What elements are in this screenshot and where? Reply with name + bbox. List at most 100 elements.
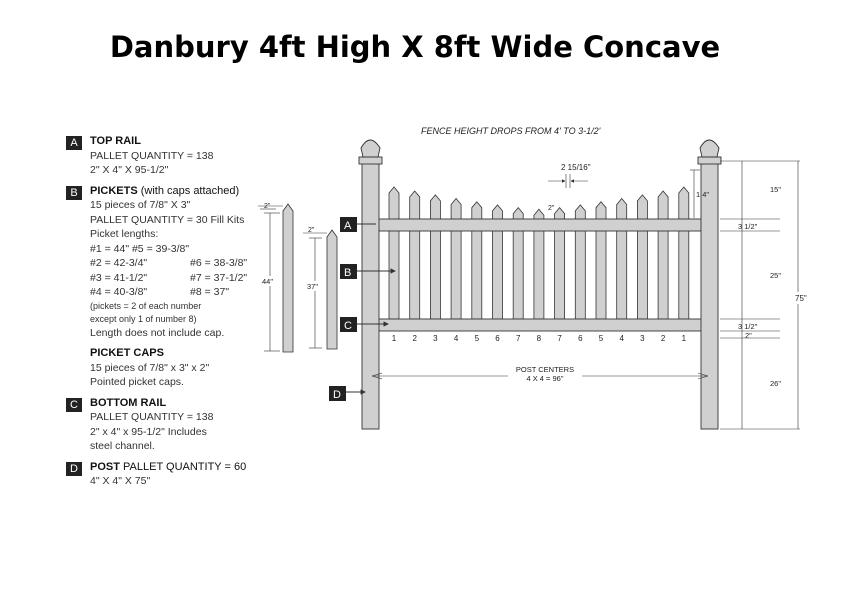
sample-picket-width-label: 2" [308,227,315,234]
legend-pickets-pieces: 15 pieces of 7/8" X 3" [90,199,191,211]
picket-number: 7 [516,334,521,343]
legend-post-qty: PALLET QUANTITY = 60 [119,460,247,473]
picket [637,194,648,320]
picket [657,190,669,320]
post-centers-value: 4 X 4 = 96" [526,374,563,383]
picket-number: 1 [682,334,687,343]
marker-d-letter: D [333,389,341,401]
picket [450,197,462,320]
legend-pickets-length-note: Length does not include cap. [90,326,225,339]
legend-top-rail-size: 2" X 4" X 95-1/2" [90,164,169,176]
marker-a: A [340,217,376,232]
legend-pickets-note2: except only 1 of number 8) [90,313,197,324]
picket-gap-label: 2" [548,205,555,212]
badge-c: C [66,397,82,412]
badge-b: B [66,185,82,200]
legend-bottom-rail-qty: PALLET QUANTITY = 138 [90,411,214,423]
dim-15: 15" [770,185,781,194]
picket [512,207,524,320]
legend-bottom-rail-heading: BOTTOM RAIL [90,396,167,409]
marker-b: B [340,264,396,279]
picket-number: 2 [661,334,666,343]
parts-legend: A TOP RAIL PALLET QUANTITY = 138 2" X 4"… [66,134,266,489]
dim-top-rail: 3 1/2" [738,222,758,231]
picket-length-row: #1 = 44" #5 = 39-3/8" [90,242,190,255]
sample-picket-width-label: 2" [264,203,271,210]
legend-bottom-rail-channel: steel channel. [90,440,155,452]
height-drop-note: FENCE HEIGHT DROPS FROM 4' TO 3-1/2' [421,126,601,136]
picket [678,186,690,320]
badge-d: D [66,461,82,476]
picket-number: 3 [433,334,438,343]
top-rail [375,218,705,232]
marker-a-letter: A [344,220,352,232]
legend-pickets-heading: PICKETS [90,184,138,197]
dim-gap: 2" [745,331,752,340]
legend-post-size: 4" X 4" X 75" [90,475,151,487]
picket-number: 1 [392,334,397,343]
picket-number: 2 [412,334,417,343]
picket-number: 6 [495,334,500,343]
legend-post: D POST PALLET QUANTITY = 60 4" X 4" X 75… [66,460,266,489]
right-post [697,139,722,430]
sample-picket-length-label: 44" [262,277,273,286]
badge-a: A [66,136,82,150]
legend-post-heading: POST [90,460,120,473]
picket-group [388,186,690,320]
picket-length-row: #4 = 40-3/8" [90,286,148,298]
legend-picket-caps: PICKET CAPS 15 pieces of 7/8" x 3" x 2" … [66,346,266,390]
picket-number: 8 [537,334,542,343]
picket [554,207,565,320]
picket [533,208,545,320]
legend-caps-pieces: 15 pieces of 7/8" x 3" x 2" [90,361,210,374]
legend-pickets-note1: (pickets = 2 of each number [90,300,202,311]
legend-caps-heading: PICKET CAPS [90,347,164,359]
picket-number: 5 [475,334,480,343]
picket-number-group: 1 2 3 4 5 6 7 8 7 6 5 4 3 2 1 [392,334,687,343]
legend-bottom-rail-size: 2" x 4" x 95-1/2" Includes [90,425,207,438]
sample-picket-44: 2" 44" [258,203,294,353]
page-title: Danbury 4ft High X 8ft Wide Concave [109,30,721,64]
legend-top-rail-heading: TOP RAIL [90,135,141,147]
legend-caps-desc: Pointed picket caps. [90,376,184,388]
legend-pickets-qty: PALLET QUANTITY = 30 Fill Kits [90,213,245,226]
sample-picket-length-label: 37" [307,282,318,291]
picket-spacing-dimension: 2 15/16" 2" [548,163,591,212]
legend-pickets-note: (with caps attached) [137,184,240,197]
picket-number: 4 [619,334,624,343]
picket [574,204,586,320]
picket-length-row: #7 = 37-1/2" [190,271,248,284]
picket-number: 3 [640,334,645,343]
marker-d: D [329,386,366,401]
post-centers-dimension: POST CENTERS 4 X 4 = 96" [371,363,709,385]
picket-length-row: #6 = 38-3/8" [190,257,248,269]
picket-length-row: #2 = 42-3/4" [90,257,148,269]
marker-c: C [340,317,389,332]
picket-length-row: #8 = 37" [190,286,230,298]
dim-bottom-rail: 3 1/2" [738,322,758,331]
left-post [358,139,383,430]
picket [409,190,421,320]
marker-b-letter: B [344,267,351,279]
picket-length-row: #3 = 41-1/2" [90,271,148,284]
dim-25: 25" [770,271,781,280]
legend-top-rail-qty: PALLET QUANTITY = 138 [90,149,214,162]
picket [388,186,400,320]
picket [492,204,503,320]
post-centers-label: POST CENTERS [516,365,574,374]
picket [616,197,628,320]
dim-26: 26" [770,379,781,388]
picket-number: 4 [454,334,459,343]
legend-bottom-rail: C BOTTOM RAIL PALLET QUANTITY = 138 2" x… [66,396,266,454]
dim-total-height: 75" [795,294,807,303]
picket-number: 6 [578,334,583,343]
picket-spacing-label: 2 15/16" [561,163,591,172]
dim-picket-top: 1 4" [696,190,709,199]
sample-picket-37: 2" 37" [303,227,338,350]
picket-number: 7 [557,334,562,343]
vertical-dimensions [690,160,800,430]
marker-c-letter: C [344,320,352,332]
legend-pickets-lengths-label: Picket lengths: [90,228,159,240]
picket-number: 5 [599,334,604,343]
